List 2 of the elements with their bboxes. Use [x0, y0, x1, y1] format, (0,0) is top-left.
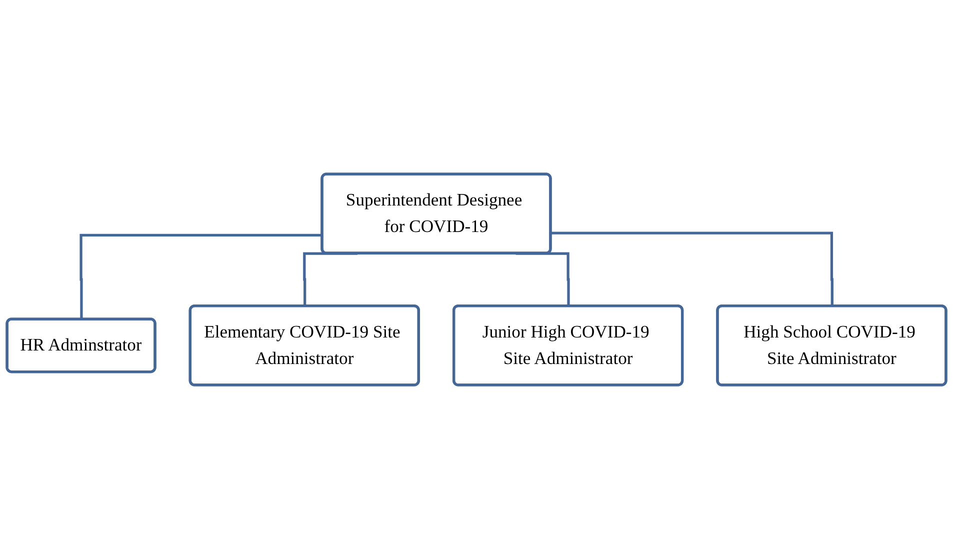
connector — [80, 234, 322, 320]
connector — [550, 232, 834, 306]
